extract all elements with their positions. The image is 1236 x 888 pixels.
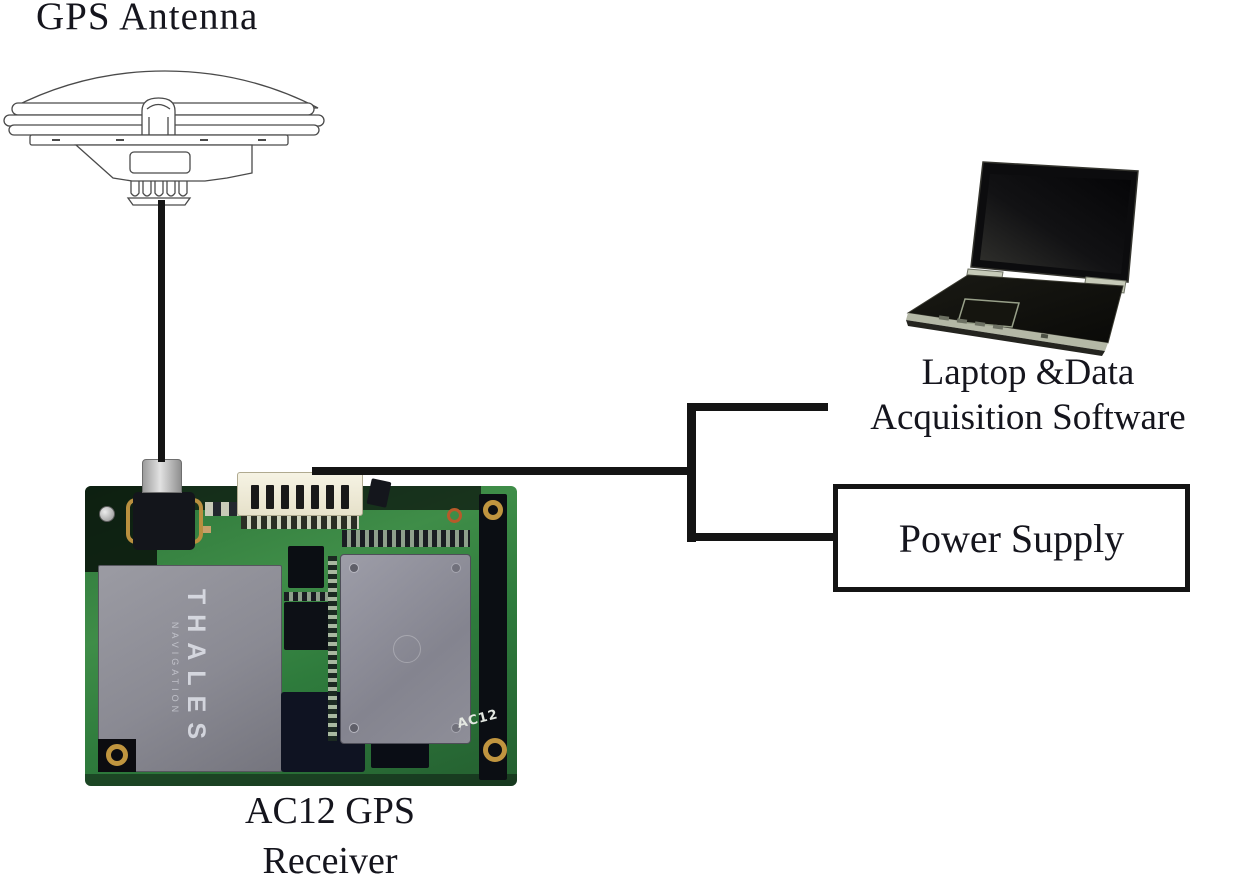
board-screw (99, 506, 115, 522)
power-supply-label: Power Supply (898, 515, 1125, 561)
gps-chip (340, 554, 471, 744)
coax-connector-body (133, 492, 195, 550)
mounting-hole (106, 744, 128, 766)
laptop-label-line2: Acquisition Software (870, 397, 1186, 438)
power-supply-box: Power Supply (833, 484, 1190, 592)
mounting-pad (98, 739, 136, 772)
antenna-cable (158, 200, 165, 462)
connector-slot (326, 485, 334, 509)
gps-antenna-label: GPS Antenna (36, 0, 259, 38)
connector-slot (296, 485, 304, 509)
edge-component-strip (479, 494, 507, 780)
antenna-center-arch (141, 97, 176, 136)
connector-slot (311, 485, 319, 509)
gps-antenna-drawing (3, 70, 325, 206)
wire-junction-to-laptop (690, 403, 828, 411)
connector-slot (251, 485, 259, 509)
wire-junction-to-power (690, 533, 833, 541)
laptop-label: Laptop &Data Acquisition Software (816, 350, 1236, 440)
laptop-illustration (906, 161, 1139, 356)
chip-corner-mark (451, 723, 461, 733)
board-bottom-edge (85, 774, 517, 786)
coax-gold-pad-right (190, 498, 203, 544)
wire-receiver-to-junction (312, 467, 695, 475)
laptop-screen (980, 174, 1131, 274)
orange-component (447, 508, 462, 523)
chip-corner-mark (451, 563, 461, 573)
laptop-front-ports (938, 315, 1004, 330)
receiver-label: AC12 GPS Receiver (130, 786, 530, 886)
chip-corner-mark (349, 723, 359, 733)
gold-pad-top-right (483, 500, 503, 520)
rf-shield-text: THALES NAVIGATION (170, 589, 210, 749)
smd-capacitor-2 (199, 526, 211, 533)
chip-emblem (393, 635, 421, 663)
antenna-connector-ribs (130, 181, 188, 197)
antenna-dome (11, 70, 319, 109)
coax-gold-pad-left (126, 498, 139, 544)
coax-connector-barrel (142, 459, 182, 493)
rf-shield: THALES NAVIGATION (98, 565, 282, 772)
ic-chip-small-1 (288, 546, 324, 588)
gps-chip-left-pins (328, 556, 337, 741)
board-brand-subtext: NAVIGATION (170, 621, 180, 716)
laptop-indicator-dot (1040, 333, 1049, 339)
laptop-front-edge (906, 313, 1108, 351)
antenna-arch-inner (148, 117, 169, 135)
antenna-arch-detail (146, 103, 171, 110)
chip-corner-mark (349, 563, 359, 573)
laptop-bottom-shadow (906, 320, 1105, 356)
laptop-touchpad (957, 298, 1020, 328)
ic-pins (284, 592, 328, 601)
serial-connector-pins (241, 516, 359, 529)
connector-slot (266, 485, 274, 509)
connector-slot (281, 485, 289, 509)
gps-chip-top-pins (342, 530, 470, 547)
serial-connector (237, 472, 363, 516)
ic-chip-small-2 (284, 602, 330, 650)
wire-junction-vertical (687, 403, 696, 542)
antenna-underbody-label (129, 151, 191, 174)
gold-pad-bottom-right (483, 738, 507, 762)
receiver-label-line1: AC12 GPS (245, 790, 415, 832)
connector-slot (341, 485, 349, 509)
receiver-label-line2: Receiver (262, 840, 398, 882)
antenna-base-plate (29, 134, 289, 146)
laptop-label-line1: Laptop &Data (921, 352, 1135, 393)
board-brand-text: THALES (182, 588, 210, 749)
